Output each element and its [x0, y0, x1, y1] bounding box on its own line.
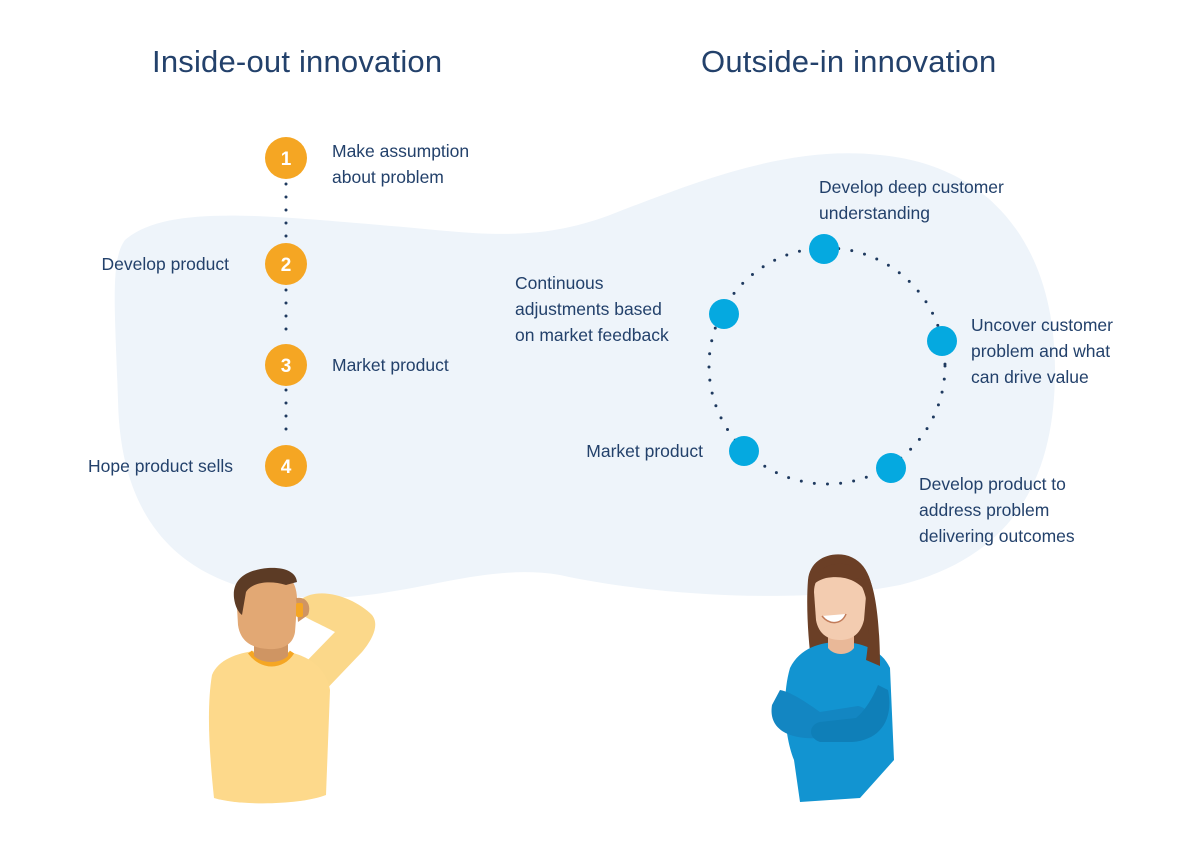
label-line: delivering outcomes [919, 526, 1075, 546]
label-line: on market feedback [515, 325, 669, 345]
label-line: Develop product to [919, 474, 1066, 494]
outside-in-step-3-label: Develop product to address problem deliv… [919, 471, 1075, 549]
outside-in-step-1-label: Develop deep customer understanding [819, 174, 1004, 226]
outside-in-step-5-label: Continuous adjustments based on market f… [515, 270, 669, 348]
cycle-node-4 [729, 436, 759, 466]
outside-in-title: Outside-in innovation [701, 44, 997, 79]
step-circle-2: 2 [265, 243, 307, 285]
step-number-2: 2 [281, 255, 292, 276]
label-line: problem and what [971, 341, 1111, 361]
step-circle-4: 4 [265, 445, 307, 487]
label-line: about problem [332, 167, 444, 187]
label-line: Make assumption [332, 141, 470, 161]
label-line: can drive value [971, 367, 1089, 387]
woman-illustration [771, 554, 894, 802]
inside-out-step-3-label: Market product [332, 352, 449, 378]
label-line: Market product [332, 355, 449, 375]
label-line: address problem [919, 500, 1050, 520]
inside-out-step-4-label: Hope product sells [88, 453, 233, 479]
cycle-node-1 [809, 234, 839, 264]
step-circle-3: 3 [265, 344, 307, 386]
label-line: adjustments based [515, 299, 662, 319]
background-blob [114, 153, 1056, 598]
label-line: Develop product [101, 254, 229, 274]
label-line: Hope product sells [88, 456, 233, 476]
step-circle-1: 1 [265, 137, 307, 179]
label-line: Develop deep customer [819, 177, 1004, 197]
inside-out-title: Inside-out innovation [152, 44, 443, 79]
man-illustration [208, 567, 376, 804]
step-number-4: 4 [281, 457, 292, 478]
inside-out-step-1-label: Make assumption about problem [332, 138, 469, 190]
label-line: Uncover customer [971, 315, 1113, 335]
label-line: Continuous [515, 273, 604, 293]
step-number-1: 1 [281, 149, 292, 170]
step-number-3: 3 [281, 356, 292, 377]
cycle-node-5 [709, 299, 739, 329]
label-line: Market product [586, 441, 703, 461]
cycle-node-2 [927, 326, 957, 356]
outside-in-step-2-label: Uncover customer problem and what can dr… [971, 312, 1113, 390]
outside-in-step-4-label: Market product [586, 438, 703, 464]
label-line: understanding [819, 203, 930, 223]
inside-out-step-2-label: Develop product [102, 251, 229, 277]
cycle-node-3 [876, 453, 906, 483]
